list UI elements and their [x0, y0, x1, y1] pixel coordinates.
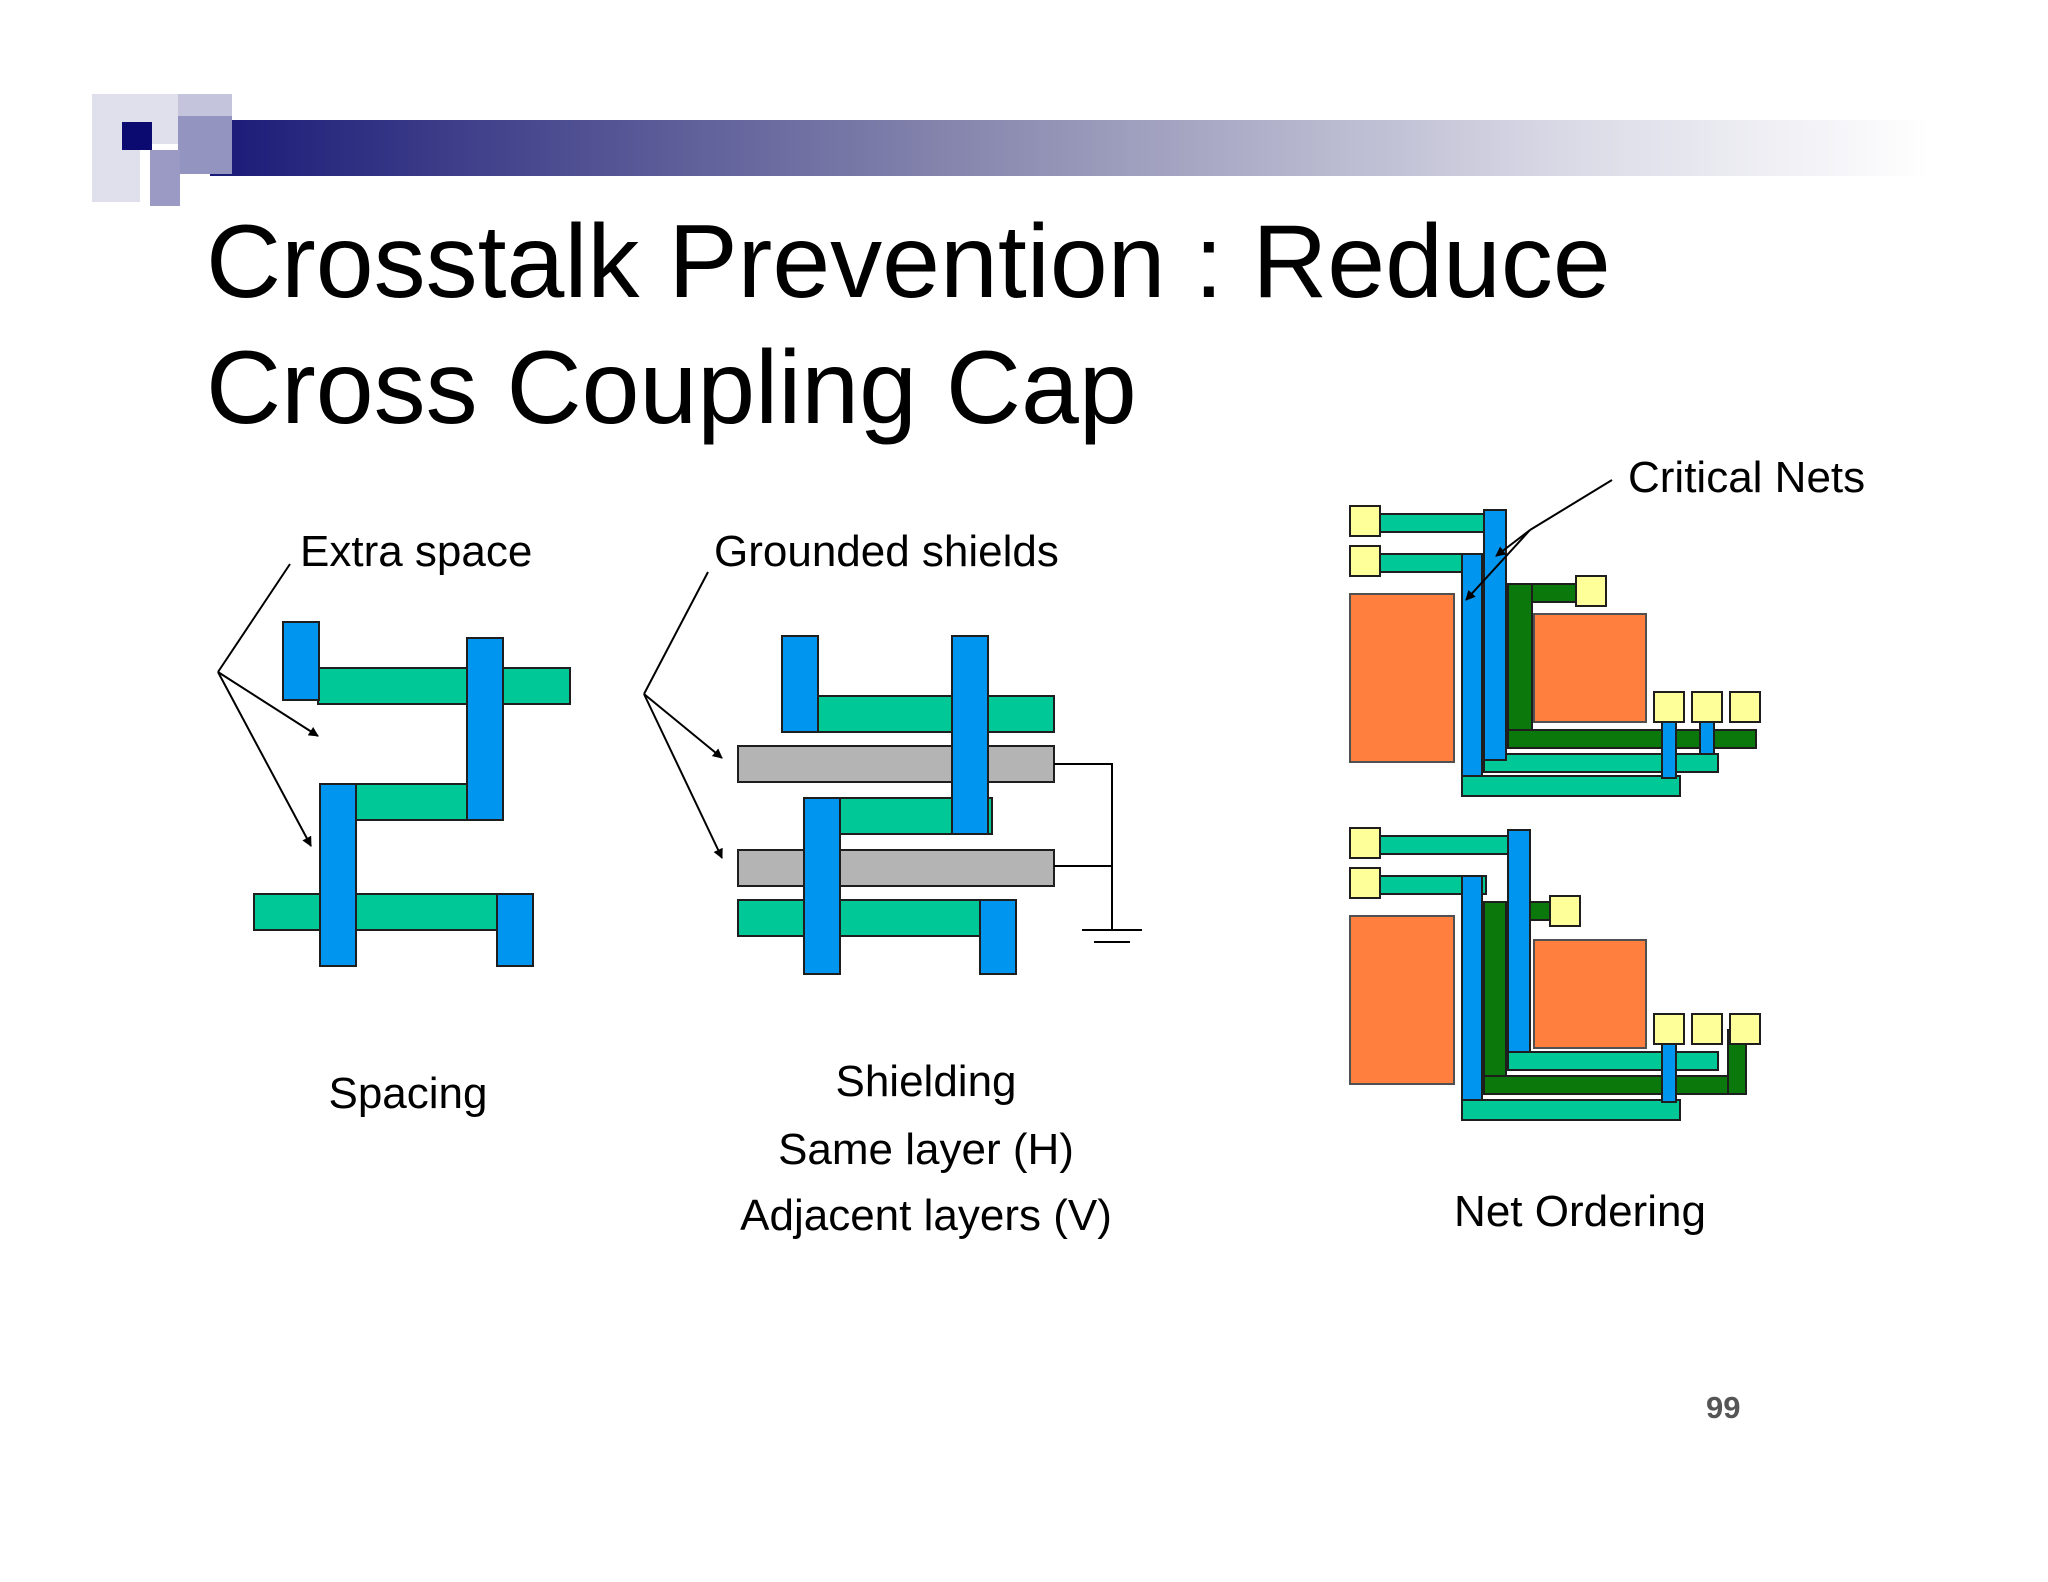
spacing-caption: Spacing	[328, 1069, 488, 1118]
blue-wire	[951, 635, 989, 835]
pin	[1575, 575, 1607, 607]
green-wire	[817, 695, 1055, 733]
slide-title-line-1: Crosstalk Prevention : Reduce	[206, 204, 1611, 320]
blue-wire	[1461, 875, 1483, 1101]
arrow-to-critical-net	[1465, 529, 1531, 601]
pin	[1349, 505, 1381, 537]
blue-wire	[282, 621, 320, 701]
header-square	[178, 116, 232, 174]
pin	[1653, 1013, 1685, 1045]
blue-wire	[1661, 719, 1677, 779]
teal-wire	[1373, 513, 1487, 533]
pin	[1729, 1013, 1761, 1045]
blue-wire	[1483, 509, 1507, 761]
macro-block	[1533, 613, 1647, 723]
shield-wire	[737, 849, 1055, 887]
arrow-to-gap	[217, 671, 319, 737]
teal-wire	[1373, 835, 1515, 855]
page-number: 99	[1706, 1390, 1741, 1425]
header-square	[150, 150, 180, 206]
blue-wire	[803, 797, 841, 975]
blue-wire	[1507, 829, 1531, 1053]
header-square	[122, 122, 152, 150]
header-decoration	[92, 94, 1930, 206]
teal-wire	[1461, 775, 1681, 797]
blue-wire	[1461, 553, 1483, 777]
dark-green-wire	[1507, 729, 1757, 749]
extra-space-label: Extra space	[300, 527, 533, 576]
pin	[1653, 691, 1685, 723]
dark-green-wire	[1483, 1075, 1747, 1095]
green-wire	[737, 899, 983, 937]
grounded-shields-label: Grounded shields	[714, 527, 1059, 576]
shielding-caption-adjacent-layers: Adjacent layers (V)	[740, 1191, 1112, 1240]
macro-block	[1533, 939, 1647, 1049]
arrow-to-shield	[643, 693, 723, 759]
dark-green-wire	[1483, 901, 1507, 1095]
critical-nets-label: Critical Nets	[1628, 453, 1866, 502]
label-pointer-line	[217, 563, 291, 673]
green-wire	[253, 893, 531, 931]
shielding-caption: Shielding	[835, 1057, 1017, 1106]
blue-wire	[781, 635, 819, 733]
macro-block	[1349, 915, 1455, 1085]
pin	[1691, 1013, 1723, 1045]
pin	[1349, 827, 1381, 859]
blue-wire	[496, 893, 534, 967]
blue-wire	[979, 899, 1017, 975]
teal-wire	[1507, 1051, 1719, 1071]
slide-title-line-2: Cross Coupling Cap	[206, 330, 1137, 446]
teal-wire	[1483, 753, 1719, 773]
label-pointer-line	[643, 571, 709, 695]
blue-wire	[319, 783, 357, 967]
blue-wire	[1661, 1043, 1677, 1103]
arrow-to-critical-net	[1495, 529, 1531, 557]
arrow-to-gap	[217, 671, 312, 847]
pin	[1349, 545, 1381, 577]
ground-connection	[1054, 763, 1113, 930]
pin	[1691, 691, 1723, 723]
blue-wire	[466, 637, 504, 821]
header-banner	[210, 120, 1930, 176]
arrow-to-shield	[643, 693, 723, 859]
shield-wire	[737, 745, 1055, 783]
pin	[1349, 867, 1381, 899]
macro-block	[1349, 593, 1455, 763]
net-ordering-caption: Net Ordering	[1454, 1187, 1706, 1236]
pin	[1729, 691, 1761, 723]
teal-wire	[1461, 1099, 1681, 1121]
pin	[1549, 895, 1581, 927]
label-pointer-line	[1529, 479, 1613, 531]
dark-green-wire	[1507, 583, 1533, 731]
shielding-caption-same-layer: Same layer (H)	[778, 1125, 1074, 1174]
blue-wire	[1699, 719, 1715, 755]
